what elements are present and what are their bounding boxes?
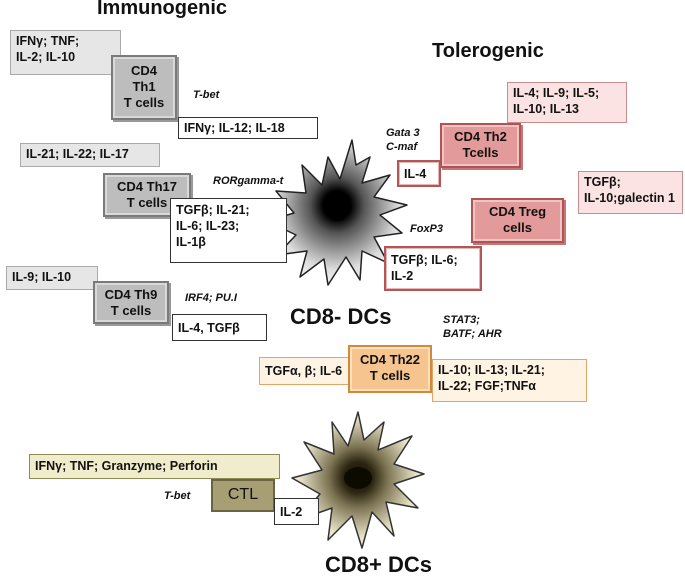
cd8-minus-dc-label: CD8- DCs [290,304,392,329]
th22-transcription-factor: STAT3; BATF; AHR [443,314,502,340]
th2-transcription-factor: Gata 3 C-maf [386,127,420,153]
ctl-cytokines-in-box: IFNγ; TNF; Granzyme; Perforin [29,454,280,479]
th1-cytokines-in-box: IFNγ; TNF; IL-2; IL-10 [10,30,121,75]
immunogenic-heading: Immunogenic [97,0,228,19]
th9-cytokines-out-box: IL-4, TGFβ [172,314,267,341]
th2-cytokines-out-box: IL-4 [397,160,441,187]
treg-cytokines-out-box: TGFβ; IL-6; IL-2 [384,246,482,291]
th2-cell-box: CD4 Th2 Tcells [440,123,521,168]
th22-cell-box: CD4 Th22 T cells [348,345,432,393]
th17-transcription-factor: RORgamma-t [213,175,284,187]
th1-cell-box: CD4 Th1 T cells [111,55,177,120]
th9-transcription-factor: IRF4; PU.I [185,292,237,304]
tolerogenic-heading: Tolerogenic [432,40,544,62]
ctl-cell-box: CTL [211,479,275,512]
th9-cytokines-in-box: IL-9; IL-10 [6,266,98,290]
th1-cytokines-out-box: IFNγ; IL-12; IL-18 [178,117,318,139]
th2-cytokines-in-box: IL-4; IL-9; IL-5; IL-10; IL-13 [507,82,627,123]
cd8-plus-dendritic-cell-icon [291,411,425,549]
th17-cytokines-out-box: TGFβ; IL-21; IL-6; IL-23; IL-1β [170,198,287,263]
treg-transcription-factor: FoxP3 [410,223,444,235]
th9-cell-box: CD4 Th9 T cells [93,281,169,324]
th22-cytokines-out-box: TGFα, β; IL-6 [259,357,359,385]
th22-cytokines-in-box: IL-10; IL-13; IL-21; IL-22; FGF;TNFα [432,359,587,402]
treg-cell-box: CD4 Treg cells [471,198,564,243]
th17-cytokines-in-box: IL-21; IL-22; IL-17 [20,143,160,167]
ctl-cytokines-out-box: IL-2 [274,498,319,525]
treg-cytokines-in-box: TGFβ; IL-10;galectin 1 [578,171,683,214]
cd8-minus-dendritic-cell-icon [266,139,408,286]
th1-transcription-factor: T-bet [193,89,220,101]
ctl-transcription-factor: T-bet [164,490,191,502]
cd8-plus-dc-label: CD8+ DCs [325,552,432,577]
